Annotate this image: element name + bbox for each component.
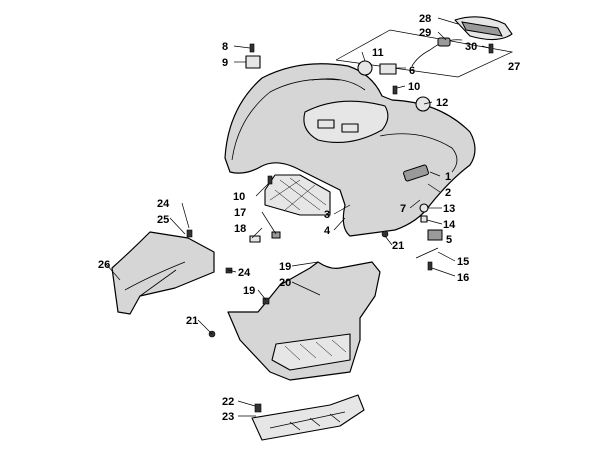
- left-side-panel: [111, 229, 233, 315]
- step-frame: [251, 394, 365, 441]
- callout-17: 17: [234, 207, 246, 219]
- leader-lines: [105, 17, 490, 417]
- fender-badge: [403, 164, 429, 182]
- foot-step: [251, 394, 365, 441]
- callout-6: 6: [409, 65, 415, 77]
- callout-16: 16: [457, 272, 469, 284]
- strap-15: [415, 247, 439, 259]
- callout-5: 5: [446, 234, 452, 246]
- callout-15: 15: [457, 256, 469, 268]
- clip-18: [249, 235, 261, 243]
- clip-6: [379, 63, 397, 75]
- screw-19: [262, 297, 270, 305]
- tail-light-assembly: [335, 16, 514, 78]
- screw-30: [488, 43, 494, 54]
- side-panel-crease: [124, 261, 186, 297]
- bolt-8: [249, 43, 255, 53]
- callout-21-left: 21: [186, 315, 198, 327]
- splash-hatching: [269, 177, 327, 211]
- callout-22: 22: [222, 396, 234, 408]
- callout-1: 1: [445, 171, 451, 183]
- callout-20: 20: [279, 277, 291, 289]
- screw-16: [427, 261, 433, 271]
- callout-4: 4: [324, 225, 331, 237]
- clip-17: [271, 231, 281, 239]
- callout-19-left: 19: [243, 285, 255, 297]
- callout-28: 28: [419, 13, 431, 25]
- callout-30: 30: [465, 41, 477, 53]
- washer-14: [420, 215, 428, 223]
- callout-labels: 8 9 11 6 10 12 28 29 30 27 1 2 10 3 4 7 …: [98, 13, 520, 423]
- tray-panel-b: [341, 123, 359, 133]
- wire-connector: [437, 37, 451, 47]
- callout-14: 14: [443, 219, 456, 231]
- bracket-9: [245, 55, 261, 69]
- callout-29: 29: [419, 27, 431, 39]
- bolt-10b: [267, 175, 273, 185]
- callout-8: 8: [222, 41, 228, 53]
- footwell-floor: [271, 333, 351, 371]
- callout-24-right: 24: [238, 267, 251, 279]
- footwell-tread: [284, 339, 347, 361]
- fender-outer-shell: [224, 63, 476, 237]
- callout-12: 12: [436, 97, 448, 109]
- callout-3: 3: [324, 209, 330, 221]
- callout-27: 27: [508, 61, 520, 73]
- inner-splash-panel: [264, 174, 331, 216]
- callout-25: 25: [157, 214, 169, 226]
- bolt-10a: [392, 85, 398, 95]
- splash-panel: [264, 174, 331, 216]
- cap-12: [415, 96, 431, 112]
- callout-13: 13: [443, 203, 455, 215]
- callout-19-center: 19: [279, 261, 291, 273]
- hardware: [245, 43, 443, 271]
- bolt-24a: [186, 229, 193, 238]
- callout-21-right: 21: [392, 240, 404, 252]
- callout-2: 2: [445, 187, 451, 199]
- nut-13: [419, 203, 429, 213]
- tail-light-lens: [461, 21, 503, 37]
- bolt-22: [254, 403, 262, 413]
- fender-right-crease: [379, 133, 458, 173]
- callout-11: 11: [372, 47, 384, 59]
- tray-panel-a: [317, 119, 335, 129]
- reflector-5: [427, 229, 443, 241]
- footwell: [208, 230, 389, 381]
- callout-10-top: 10: [408, 81, 420, 93]
- callout-18: 18: [234, 223, 246, 235]
- rear-fender-body: [224, 63, 476, 237]
- group-bracket-27: [335, 29, 514, 78]
- fender-top-edge: [311, 78, 366, 91]
- callout-23: 23: [222, 411, 234, 423]
- step-grip: [269, 411, 346, 431]
- callout-10-left: 10: [233, 191, 245, 203]
- tail-light-wire: [411, 39, 463, 67]
- side-panel-shell: [111, 231, 215, 315]
- callout-7: 7: [400, 203, 406, 215]
- callout-26: 26: [98, 259, 110, 271]
- callout-9: 9: [222, 57, 228, 69]
- fastener-21b: [381, 230, 389, 238]
- callout-24-top: 24: [157, 198, 170, 210]
- grommet-11: [357, 60, 373, 76]
- storage-tray: [303, 100, 389, 143]
